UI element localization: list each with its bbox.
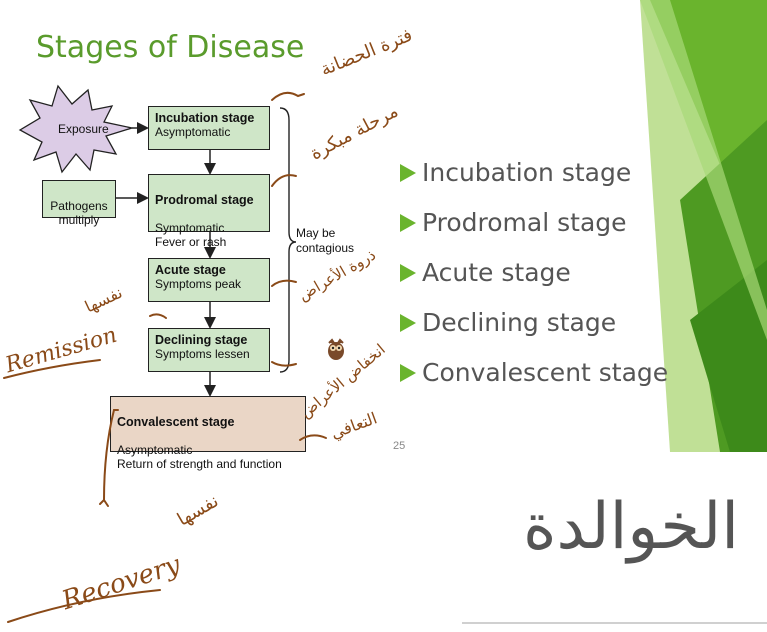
handwritten-strokes <box>3 91 327 623</box>
bullet-item: Declining stage <box>400 308 668 358</box>
signature-text: الخوالدة <box>522 490 739 564</box>
declining-stage-name: Declining stage <box>155 333 248 347</box>
decorative-green-wedge <box>640 0 767 452</box>
flow-connectors <box>18 84 297 397</box>
prodromal-stage-box: Prodromal stage Symptomatic Fever or ras… <box>148 174 270 249</box>
pathogens-label: Pathogens multiply <box>50 199 108 227</box>
stages-bullet-list: Incubation stage Prodromal stage Acute s… <box>400 158 668 408</box>
convalescent-stage-detail: Asymptomatic Return of strength and func… <box>117 443 282 471</box>
page-number: 25 <box>393 440 406 452</box>
signature-divider <box>462 622 767 624</box>
slide-title: Stages of Disease <box>36 30 305 65</box>
prodromal-stage-detail: Symptomatic Fever or rash <box>155 221 227 249</box>
acute-stage-box: Acute stage Symptoms peak <box>148 258 270 302</box>
triangle-bullet-icon <box>400 264 416 282</box>
owl-sticker-icon <box>327 338 345 360</box>
acute-stage-detail: Symptoms peak <box>155 277 242 291</box>
triangle-bullet-icon <box>400 364 416 382</box>
bullet-item: Acute stage <box>400 258 668 308</box>
pathogens-box: Pathogens multiply <box>42 180 116 227</box>
triangle-bullet-icon <box>400 314 416 332</box>
declining-stage-box: Declining stage Symptoms lessen <box>148 328 270 372</box>
incubation-stage-name: Incubation stage <box>155 111 255 125</box>
bullet-item: Prodromal stage <box>400 208 668 258</box>
convalescent-stage-name: Convalescent stage <box>117 415 235 429</box>
convalescent-stage-box: Convalescent stage Asymptomatic Return o… <box>110 396 306 471</box>
contagious-note: May be contagious <box>296 226 355 255</box>
exposure-label: Exposure <box>58 122 109 136</box>
declining-stage-detail: Symptoms lessen <box>155 347 250 361</box>
triangle-bullet-icon <box>400 214 416 232</box>
bullet-item: Convalescent stage <box>400 358 668 408</box>
prodromal-stage-name: Prodromal stage <box>155 193 254 207</box>
triangle-bullet-icon <box>400 164 416 182</box>
incubation-stage-box: Incubation stage Asymptomatic <box>148 106 270 150</box>
incubation-stage-detail: Asymptomatic <box>155 125 231 139</box>
bullet-item: Incubation stage <box>400 158 668 208</box>
acute-stage-name: Acute stage <box>155 263 226 277</box>
